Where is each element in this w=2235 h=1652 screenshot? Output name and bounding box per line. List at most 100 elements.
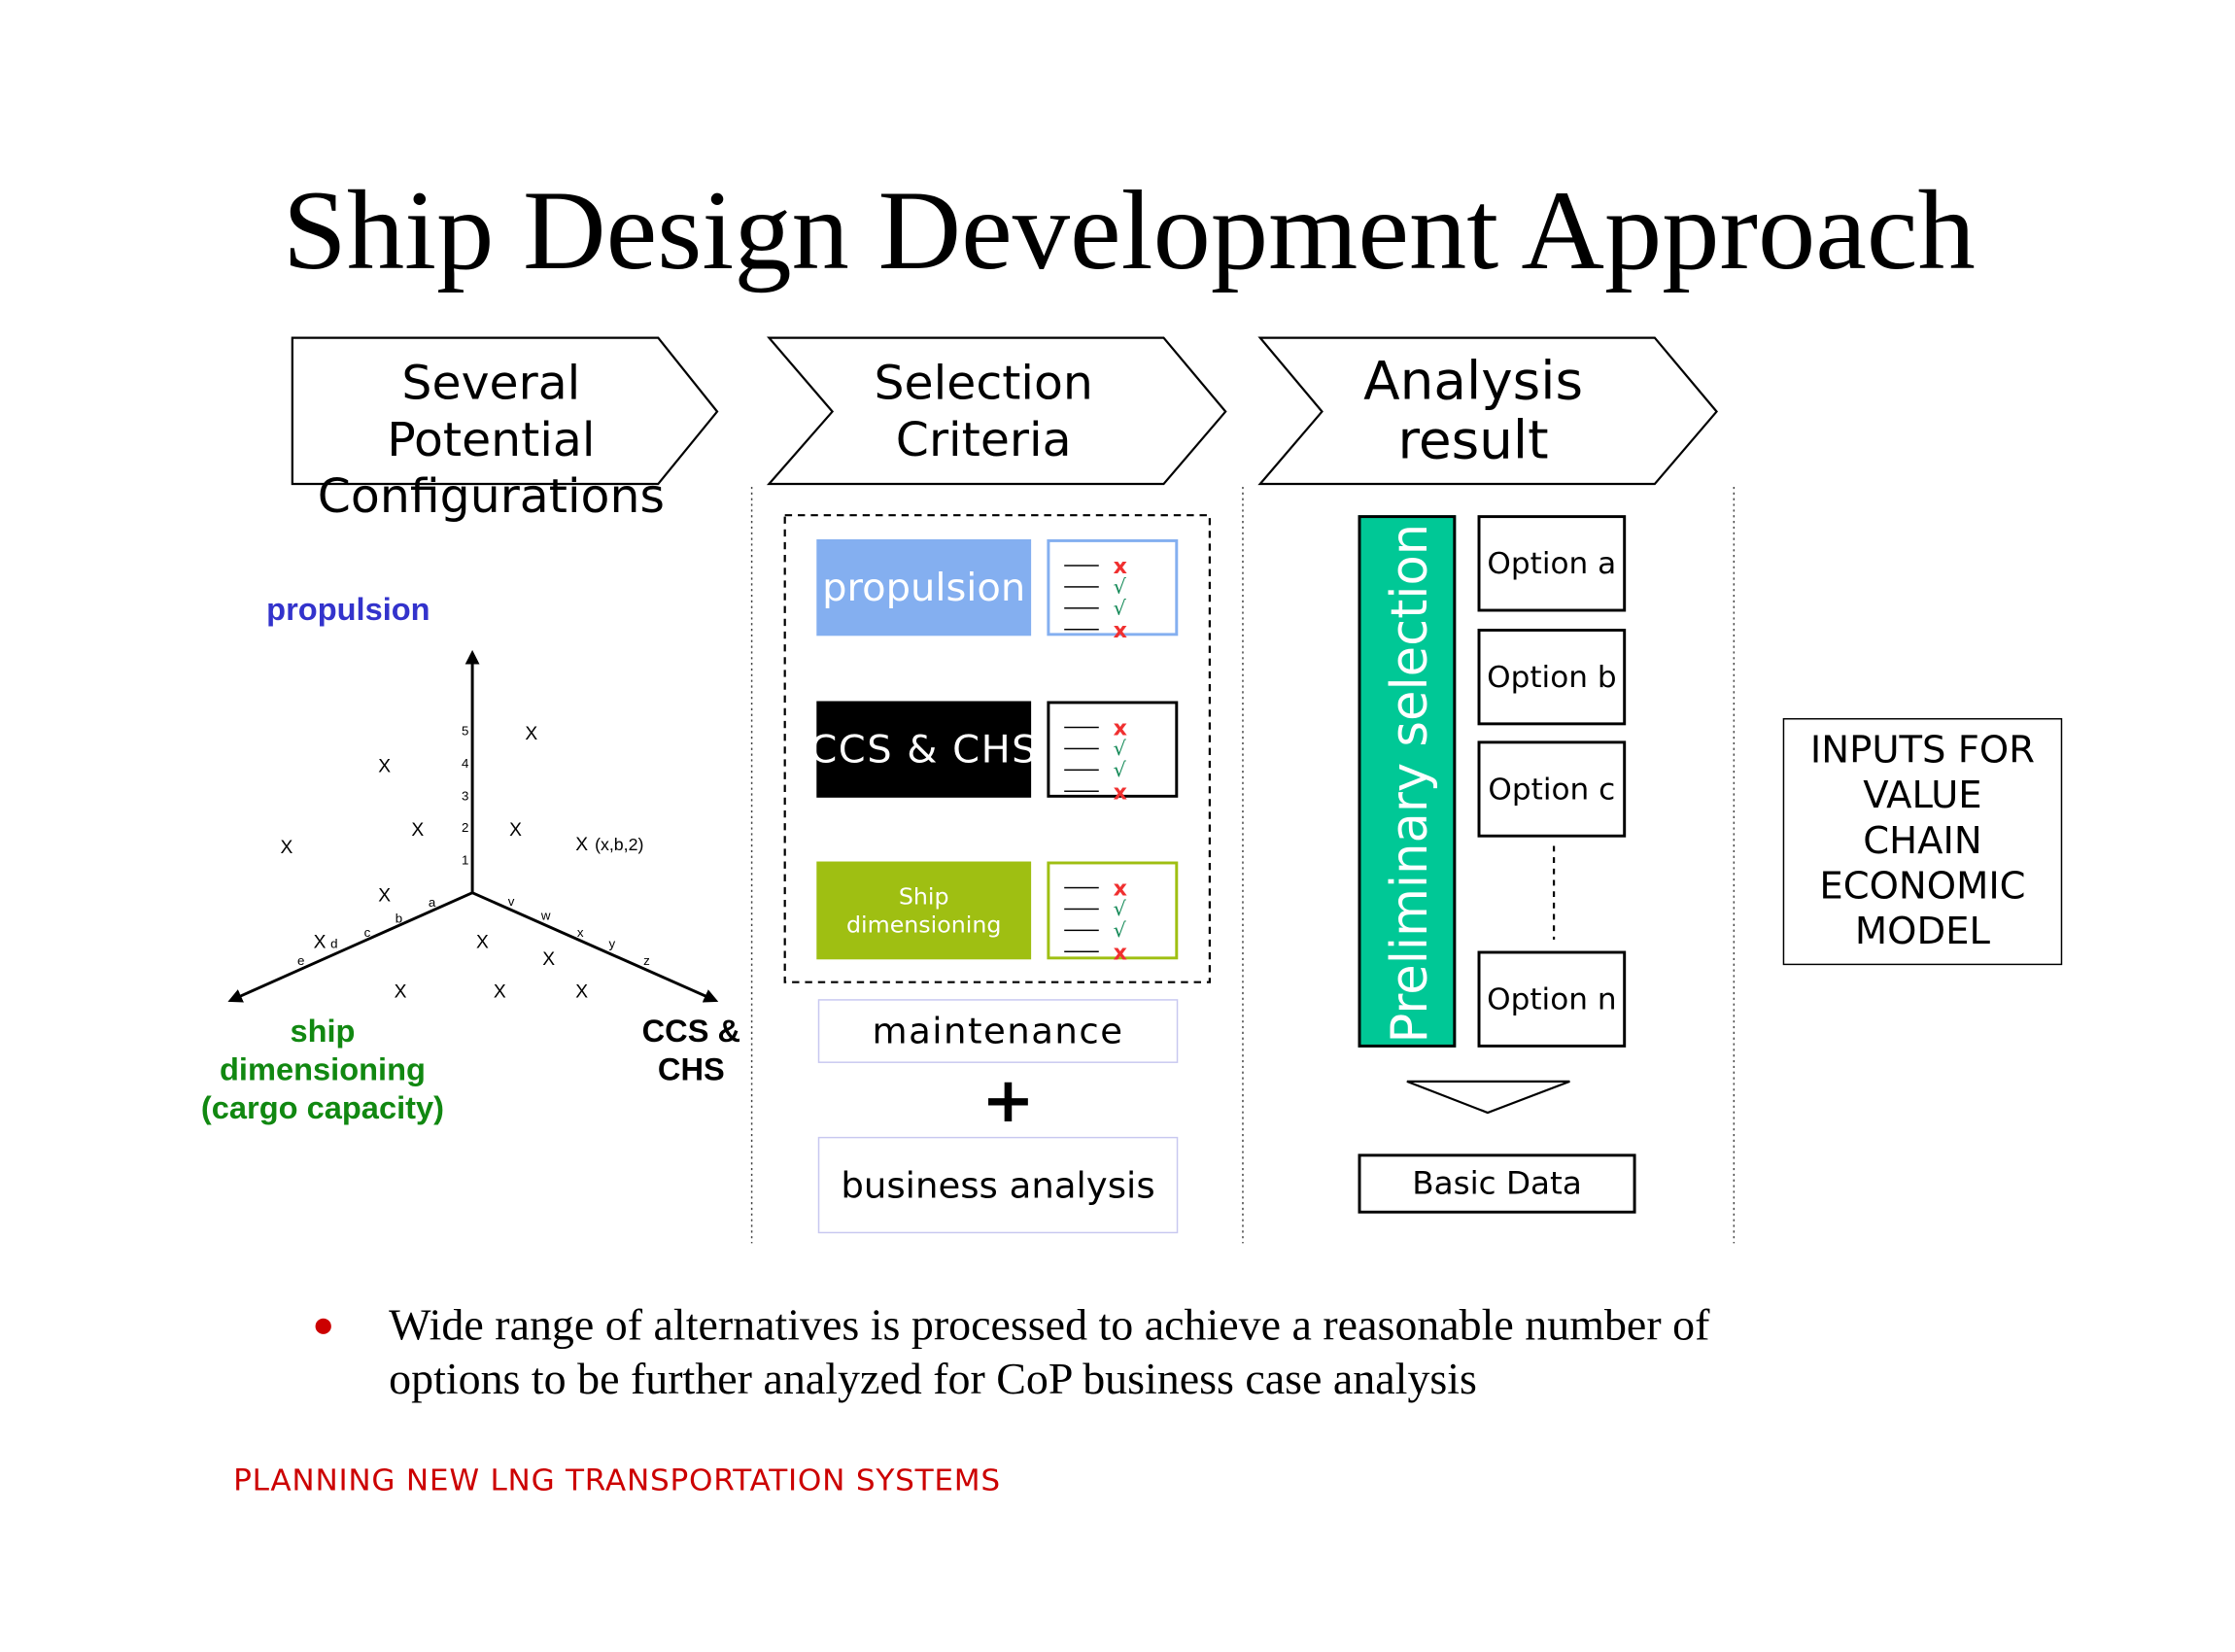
bullet-line: Wide range of alternatives is processed … [389,1299,1710,1350]
chevron-label: Selection Criteria [833,355,1135,468]
line-icon [1064,908,1099,911]
configuration-marker: X [494,982,506,1003]
ship-axis-tick-label: e [297,953,304,968]
inputs-line: INPUTS FOR [1809,729,2036,773]
checklist: x√√x [1047,538,1179,640]
line-icon [1064,586,1099,588]
chevron-configurations [291,336,719,486]
ship-axis-tick-label: b [395,911,402,925]
checklist-row: x [1064,937,1127,964]
example-point-label: (x,b,2) [595,835,643,854]
cross-icon: x [1113,714,1127,740]
ccs-axis-tick-label: y [609,937,616,951]
chevron-selection-criteria [766,336,1227,486]
configuration-marker: X [575,982,588,1003]
vertical-tick-label: 3 [462,789,468,804]
option-a: Option a [1477,515,1627,612]
ccs-axis-tick-label: z [643,953,650,968]
criterion-propulsion: propulsion [816,538,1032,637]
vertical-tick-label: 1 [462,853,468,868]
cross-icon: x [1113,552,1127,579]
check-icon: √ [1113,575,1126,599]
option-b: Option b [1477,629,1627,726]
vertical-tick-label: 5 [462,724,468,739]
inputs-line: VALUE [1863,774,1982,818]
checklist: x√√x [1047,701,1179,802]
checklist-row: √ [1064,755,1126,782]
bullet-icon [315,1318,331,1334]
criterion-ship-dimensioning: Ship dimensioning [816,861,1032,960]
cross-icon: x [1113,616,1127,642]
checklist: x√√x [1047,861,1179,962]
ccs-axis-tick-label: w [540,908,551,922]
chevron-label: Several Potential Configurations [292,355,690,525]
ship-axis-tick-label: c [364,925,371,940]
chevron-analysis-result [1257,336,1718,486]
ccs-axis-tick-label: v [508,894,515,909]
line-icon [1064,769,1099,772]
checklist-row: √ [1064,734,1126,761]
configuration-marker: X [525,724,537,744]
label-line: (cargo capacity) [200,1089,444,1126]
inputs-line: ECONOMIC [1819,865,2026,909]
inputs-box: INPUTS FOR VALUE CHAIN ECONOMIC MODEL [1782,718,2063,966]
configuration-marker: X [378,886,391,907]
line-icon [1064,790,1099,792]
ccs-axis-label: CCS & CHS [619,1012,763,1088]
chevron-line: Configurations [317,467,665,524]
checklist-row: √ [1064,593,1126,620]
checklist-row: x [1064,873,1127,900]
page-title: Ship Design Development Approach [282,168,1976,294]
line-icon [1064,629,1099,631]
criteria-dashed-group [783,514,1211,983]
cross-icon: x [1113,875,1127,901]
check-icon: √ [1113,918,1126,943]
option-n: Option n [1477,950,1627,1048]
chevron-line: Selection [874,355,1093,411]
preliminary-selection-bar: Preliminary selection [1358,515,1457,1048]
configuration-marker: X [280,838,292,858]
line-icon [1064,886,1099,889]
chevron-line: Analysis [1363,350,1584,412]
configuration-marker: X [395,982,407,1003]
checklist-row: x [1064,551,1127,578]
line-icon [1064,565,1099,567]
ship-axis [227,891,473,1003]
line-icon [1064,726,1099,729]
label-line: Ship [898,881,949,910]
cross-icon: x [1113,778,1127,805]
checklist-row: √ [1064,894,1126,921]
line-icon [1064,929,1099,932]
label-line: dimensioning [220,1051,426,1087]
check-icon: √ [1113,897,1126,921]
preliminary-selection-label: Preliminary selection [1381,523,1440,1044]
checklist-row: x [1064,614,1127,641]
check-icon: √ [1113,737,1126,761]
propulsion-axis-label: propulsion [266,592,430,628]
inputs-line: MODEL [1854,911,1991,954]
line-icon [1064,950,1099,952]
cross-icon: x [1113,939,1127,965]
ship-axis-tick-label: d [330,937,337,951]
configuration-marker: X [476,933,489,953]
checklist-row: x [1064,776,1127,804]
configuration-marker: X [542,949,555,970]
line-icon [1064,607,1099,609]
configuration-marker: X [509,820,522,841]
bullet-text: Wide range of alternatives is processed … [389,1298,1709,1406]
ccs-axis [471,891,719,1003]
maintenance-box: maintenance [817,999,1179,1063]
plus-icon: + [981,1063,1035,1137]
checklist-row: √ [1064,915,1126,943]
bullet-line: options to be further analyzed for CoP b… [389,1354,1477,1404]
label-line: CHS [657,1051,725,1087]
label-line: ship [290,1013,356,1050]
label-line: CCS & [641,1013,741,1050]
check-icon: √ [1113,597,1126,620]
configuration-marker: X [314,933,327,953]
check-icon: √ [1113,758,1126,782]
chevron-line: result [1397,410,1549,471]
business-analysis-box: business analysis [817,1136,1179,1234]
chevron-line: Several Potential [387,355,596,467]
down-arrow-icon [1406,1080,1570,1115]
